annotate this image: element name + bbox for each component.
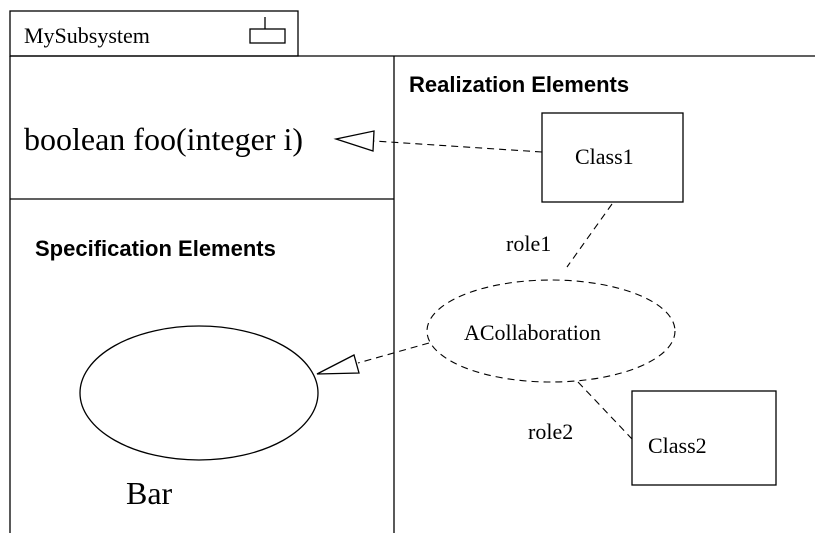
role2-connection <box>577 381 633 440</box>
operation-signature: boolean foo(integer i) <box>24 121 303 157</box>
role1-connection <box>566 203 613 268</box>
class1-box[interactable] <box>541 112 684 203</box>
subsystem-fork-icon <box>249 17 286 44</box>
usecase-ellipse[interactable] <box>79 325 319 461</box>
operation-realization-arrowhead <box>333 130 375 152</box>
class1-label: Class1 <box>575 144 634 169</box>
usecase-label: Bar <box>126 475 173 511</box>
class2-box[interactable] <box>631 390 777 486</box>
role1-label: role1 <box>506 231 551 256</box>
subsystem-name: MySubsystem <box>24 23 150 48</box>
collaboration-realization-line <box>357 342 430 364</box>
class2-label: Class2 <box>648 433 707 458</box>
role2-label: role2 <box>528 419 573 444</box>
collaboration-ellipse[interactable] <box>426 279 676 383</box>
realization-heading: Realization Elements <box>409 72 629 97</box>
collaboration-label: ACollaboration <box>464 320 601 345</box>
usecase-realization-arrowhead <box>316 354 360 375</box>
specification-heading: Specification Elements <box>35 236 276 261</box>
class1-realization-line <box>373 140 543 153</box>
